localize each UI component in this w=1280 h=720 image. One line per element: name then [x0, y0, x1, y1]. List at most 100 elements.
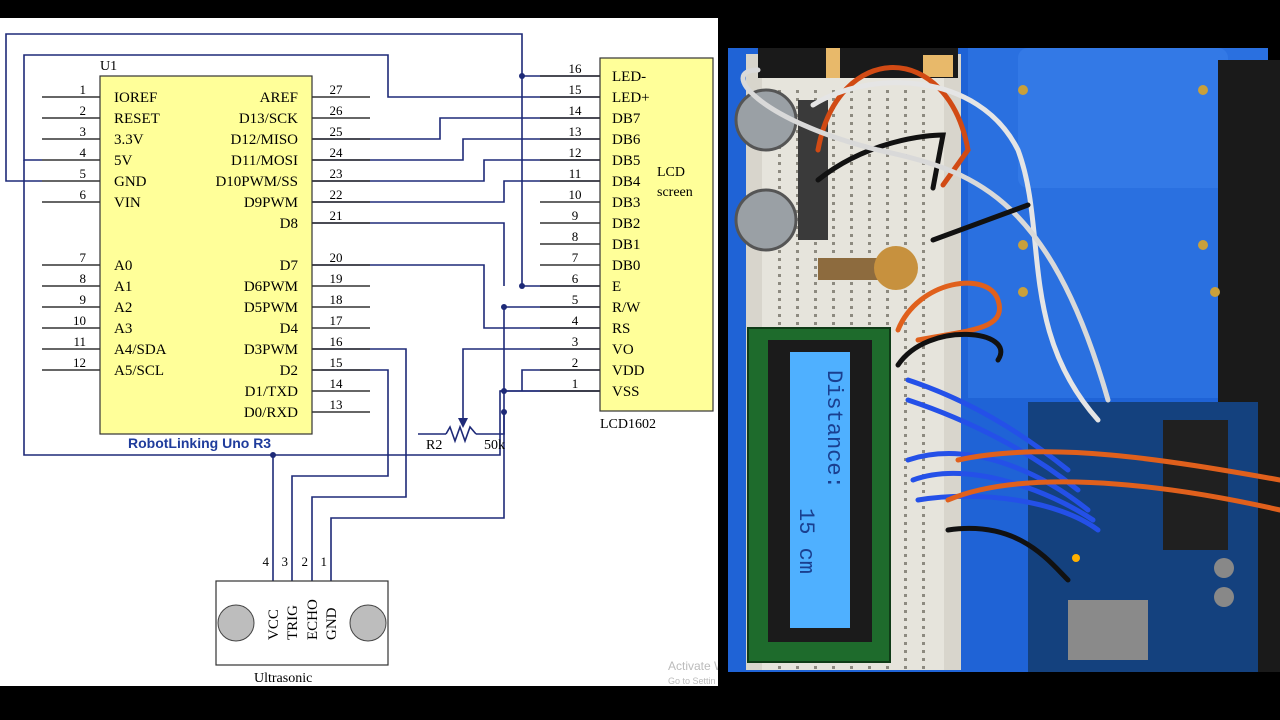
board-pin-number: 14: [330, 376, 344, 391]
lcd-pin-number: 15: [569, 82, 582, 97]
ultrasonic-pin-number: 4: [263, 554, 270, 569]
lcd-pin-name: DB5: [612, 153, 640, 169]
ultrasonic-label: Ultrasonic: [254, 671, 312, 686]
lcd-pin-number: 16: [569, 61, 583, 76]
board-pin-name: GND: [114, 174, 147, 190]
board-pin-number: 12: [73, 355, 86, 370]
lcd-pin-name: DB2: [612, 216, 640, 232]
board-pin-name: VIN: [114, 195, 141, 211]
lcd-pin-number: 8: [572, 229, 579, 244]
lcd-line2: 15 cm: [793, 508, 818, 574]
lcd-pin-name: VO: [612, 342, 634, 358]
board-pin-name: A5/SCL: [114, 363, 164, 379]
lcd-pin-number: 3: [572, 334, 579, 349]
lcd-pin-number: 1: [572, 376, 579, 391]
board-pin-number: 22: [330, 187, 343, 202]
board-pin-name: D0/RXD: [244, 405, 298, 421]
lcd-pin-name: DB7: [612, 111, 641, 127]
board-pin-number: 3: [80, 124, 87, 139]
board-pin-name: D6PWM: [244, 279, 298, 295]
board-pin-name: D10PWM/SS: [215, 174, 298, 190]
board-pin-number: 13: [330, 397, 343, 412]
lcd-pin-name: VDD: [612, 363, 645, 379]
lcd-part-label: LCD1602: [600, 417, 656, 432]
board-pin-number: 11: [73, 334, 86, 349]
board-pin-name: IOREF: [114, 90, 157, 106]
u1-label: U1: [100, 59, 117, 74]
board-pin-number: 23: [330, 166, 343, 181]
board-pin-number: 9: [80, 292, 87, 307]
lcd-pin-name: VSS: [612, 384, 640, 400]
lcd-pin-name: DB6: [612, 132, 641, 148]
board-pin-name: D3PWM: [244, 342, 298, 358]
lcd-pin-number: 12: [569, 145, 582, 160]
board-pin-name: AREF: [260, 90, 298, 106]
board-right-pins: 27AREF26D13/SCK25D12/MISO24D11/MOSI23D10…: [215, 82, 370, 421]
ultrasonic-pin-name: TRIG: [285, 605, 301, 640]
board-left-pins: 1IOREF2RESET33.3V45V5GND6VIN7A08A19A210A…: [42, 82, 167, 379]
board-pin-number: 18: [330, 292, 343, 307]
board-pin-number: 1: [80, 82, 87, 97]
lcd-title-line2: screen: [657, 185, 693, 200]
watermark-line1: Activate W: [668, 659, 718, 673]
jumper-wires: [740, 65, 1280, 583]
ultrasonic-pin-number: 1: [321, 554, 328, 569]
board-pin-name: A0: [114, 258, 132, 274]
lcd-pin-name: LED+: [612, 90, 650, 106]
lcd-pin-number: 5: [572, 292, 579, 307]
lcd-line1: Distance:: [821, 370, 846, 489]
board-pin-name: D5PWM: [244, 300, 298, 316]
board-pin-number: 6: [80, 187, 87, 202]
lcd-pin-name: R/W: [612, 300, 641, 316]
board-pin-number: 19: [330, 271, 343, 286]
board-pin-name: A3: [114, 321, 132, 337]
board-pin-number: 21: [330, 208, 343, 223]
board-pin-name: D7: [280, 258, 299, 274]
board-pin-number: 27: [330, 82, 344, 97]
board-pin-number: 16: [330, 334, 344, 349]
board-pin-number: 20: [330, 250, 343, 265]
board-pin-name: A4/SDA: [114, 342, 167, 358]
board-pin-number: 26: [330, 103, 344, 118]
lcd-pin-name: DB1: [612, 237, 640, 253]
ultrasonic-pin-name: VCC: [266, 609, 282, 640]
lcd-pin-name: DB3: [612, 195, 640, 211]
lcd-pin-number: 4: [572, 313, 579, 328]
lcd-title-line1: LCD: [657, 165, 685, 180]
junction-dots: [270, 73, 525, 458]
lcd-pin-name: LED-: [612, 69, 646, 85]
lcd-pins: 16LED-15LED+14DB713DB612DB511DB410DB39DB…: [540, 61, 650, 400]
ultrasonic-pin-number: 2: [302, 554, 309, 569]
pot-name: R2: [426, 438, 442, 453]
board-pin-number: 10: [73, 313, 86, 328]
lcd-pin-name: E: [612, 279, 621, 295]
lcd-pin-number: 6: [572, 271, 579, 286]
lcd-pin-name: RS: [612, 321, 630, 337]
board-pin-number: 17: [330, 313, 344, 328]
circuit-photo: Distance: 15 cm: [718, 0, 1280, 720]
lcd-pin-number: 10: [569, 187, 582, 202]
lcd-pin-number: 13: [569, 124, 582, 139]
board-pin-number: 4: [80, 145, 87, 160]
board-pin-name: D13/SCK: [239, 111, 298, 127]
board-pin-name: D8: [280, 216, 298, 232]
ultrasonic-pin-name: ECHO: [305, 599, 321, 640]
ultrasonic-pin-number: 3: [282, 554, 289, 569]
ultrasonic-pin-name: GND: [324, 607, 340, 640]
board-pin-name: RESET: [114, 111, 160, 127]
board-pin-name: D11/MOSI: [231, 153, 298, 169]
board-pin-name: D1/TXD: [245, 384, 298, 400]
board-pin-number: 25: [330, 124, 343, 139]
board-pin-number: 8: [80, 271, 87, 286]
board-pin-name: D2: [280, 363, 298, 379]
lcd-pin-number: 2: [572, 355, 579, 370]
board-pin-number: 7: [80, 250, 87, 265]
board-pin-name: A2: [114, 300, 132, 316]
board-pin-number: 15: [330, 355, 343, 370]
arduino-board-symbol: U1 RobotLinking Uno R3 1IOREF2RESET33.3V…: [42, 59, 370, 451]
lcd-pin-number: 7: [572, 250, 579, 265]
